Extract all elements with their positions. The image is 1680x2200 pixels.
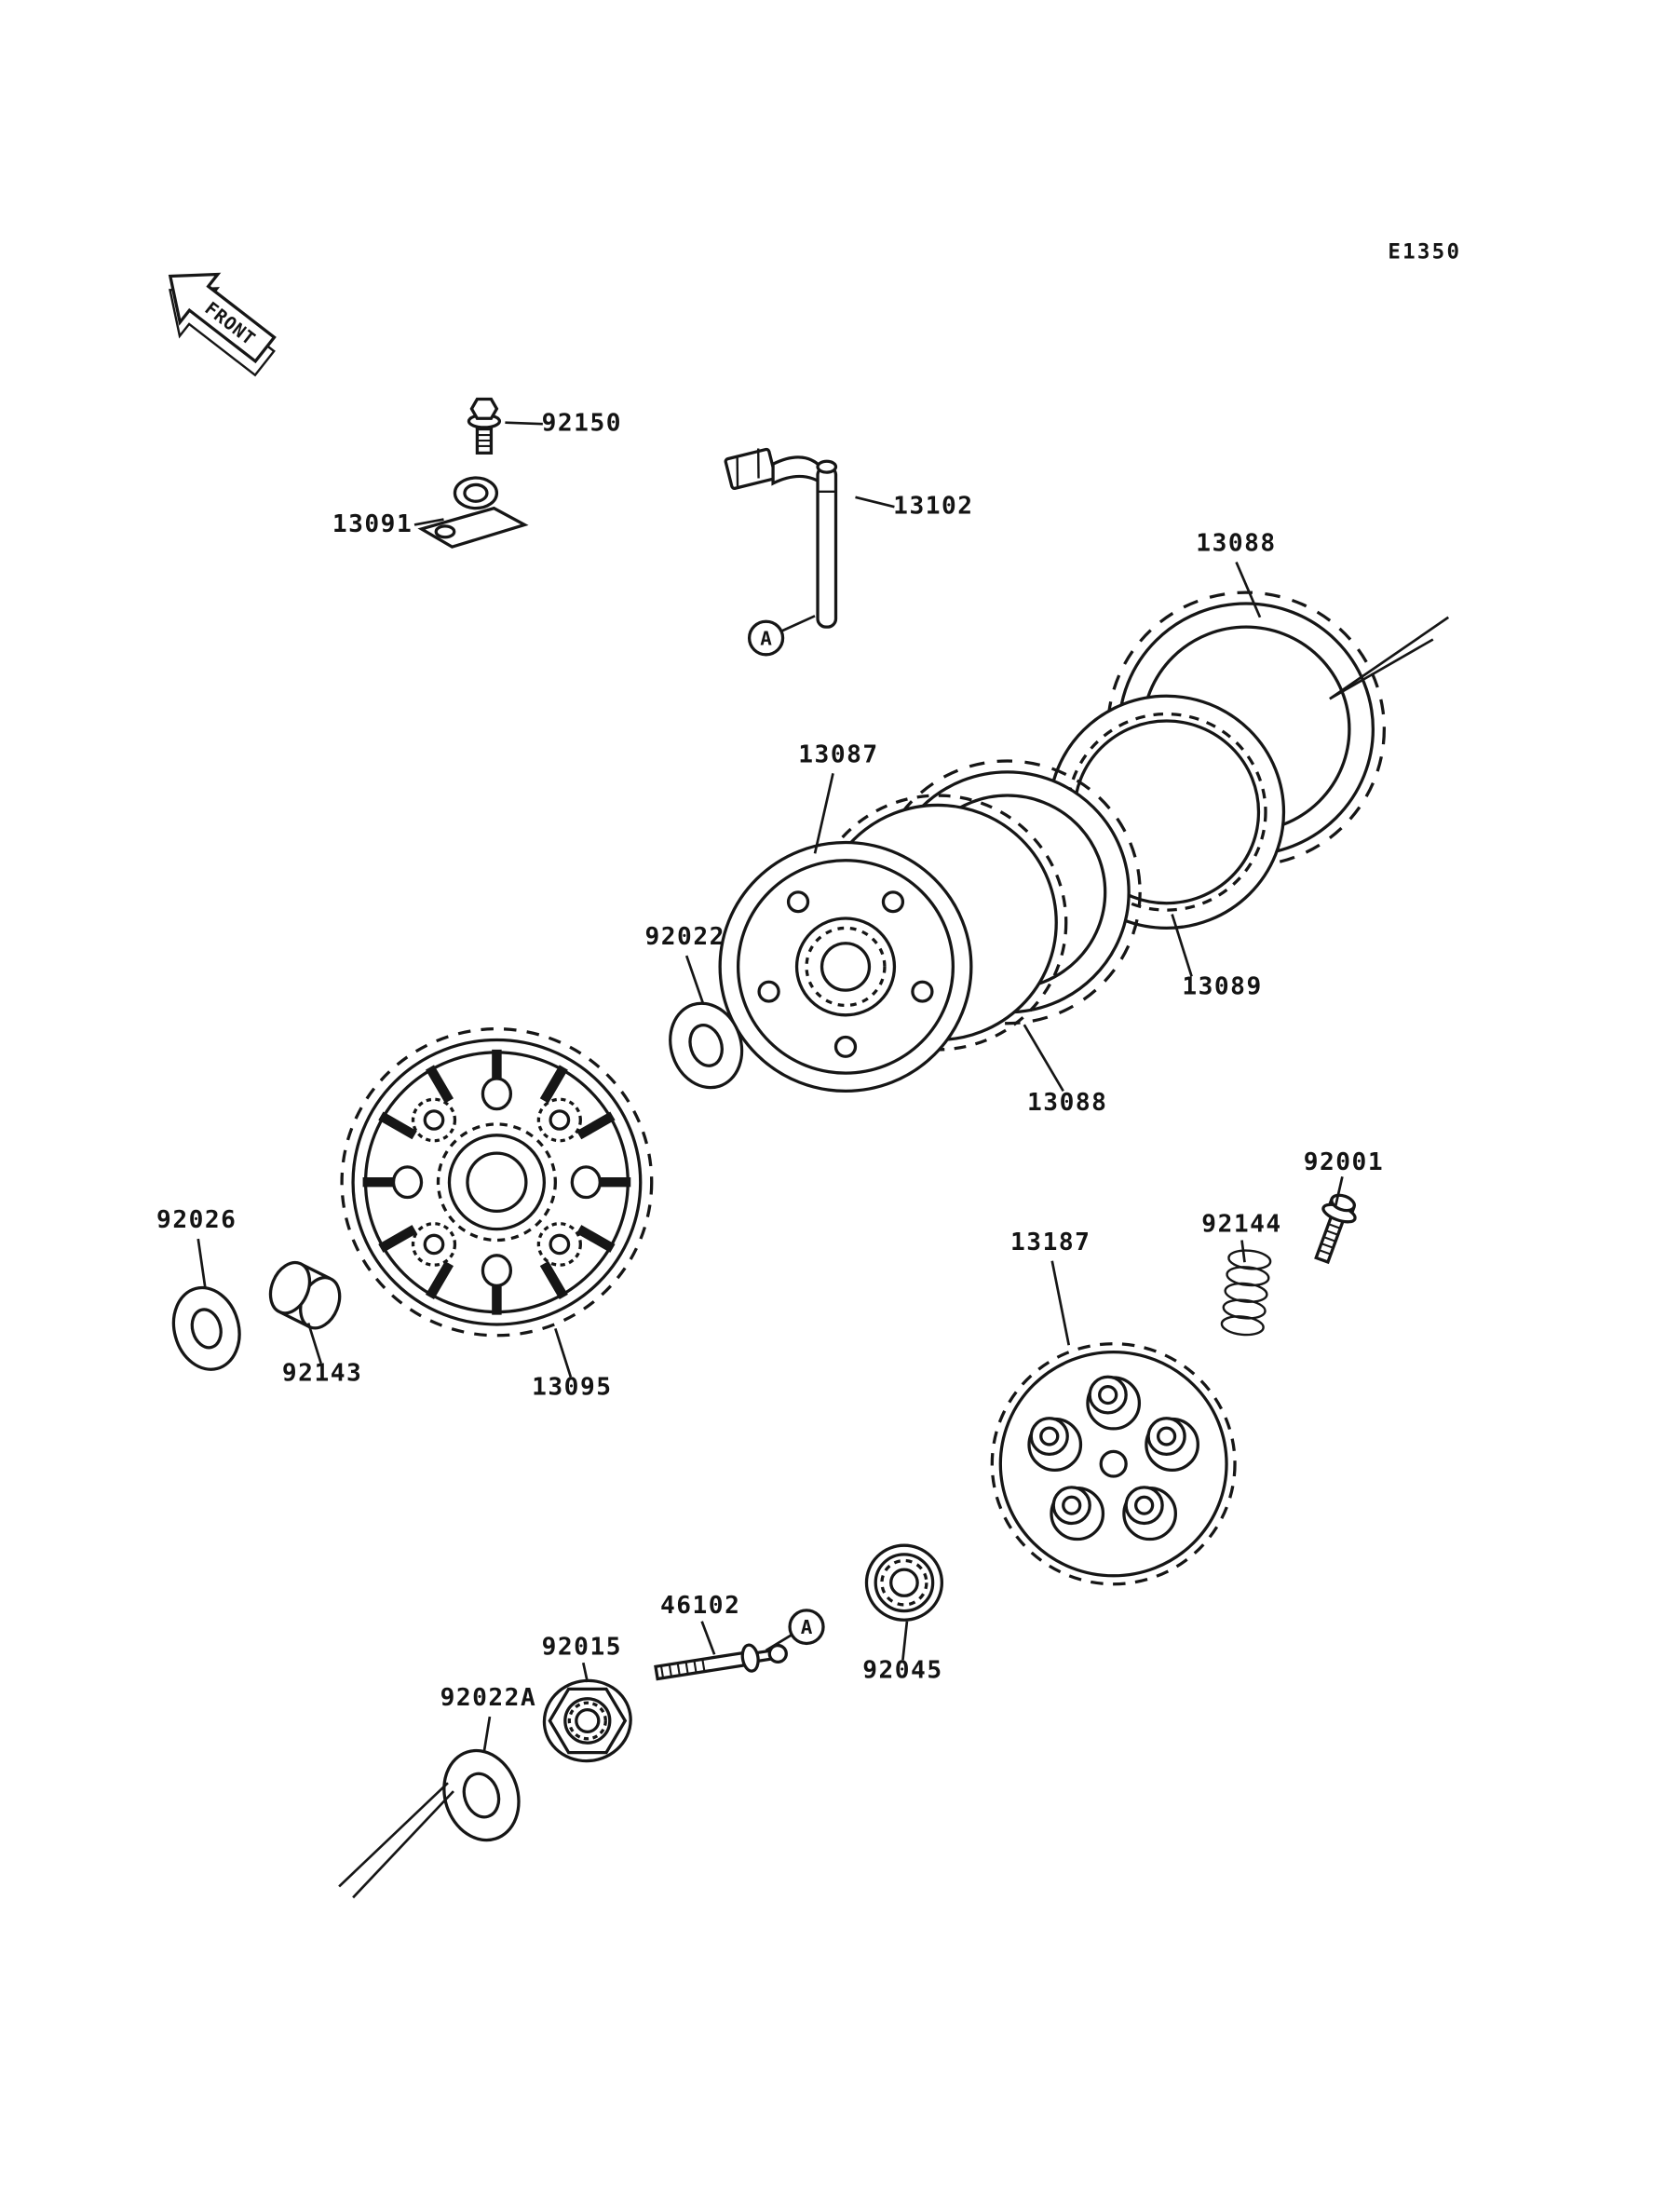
part-label-92143: 92143 [282,1360,362,1388]
part-labels: 92150 13091 13102 13088 13087 92022 1308… [156,410,1384,1712]
release-lever-drawing [724,447,838,629]
bolt-92150-drawing [467,397,502,455]
part-label-92045: 92045 [862,1657,942,1685]
adjuster-screw-drawing [654,1643,788,1681]
washer-92022a-drawing [442,1748,521,1842]
housing-springs [411,1097,582,1267]
part-label-13187: 13187 [1010,1229,1091,1256]
pointer-arrow-bottom-left [338,1782,454,1899]
part-label-46102: 46102 [660,1592,740,1620]
part-label-13102: 13102 [893,493,973,521]
section-marker-a-top: A [747,615,816,657]
part-label-13088-mid: 13088 [1027,1089,1107,1117]
part-label-92001: 92001 [1304,1148,1384,1176]
pressure-plate-bosses [1027,1375,1199,1541]
front-direction-badge: FRONT [168,272,277,377]
bearing-drawing [864,1543,944,1622]
clutch-housing-drawing [340,1027,654,1338]
part-label-92022a: 92022A [440,1684,537,1712]
part-label-92015: 92015 [542,1633,622,1661]
lock-nut-drawing [542,1678,632,1763]
part-label-13089: 13089 [1182,973,1262,1001]
washer-92026-drawing [171,1285,241,1371]
page-code: E1350 [1388,239,1461,264]
leader-lines [196,421,1344,1752]
bolt-92001-drawing [1314,1193,1357,1265]
bushing-92143-drawing [268,1260,342,1330]
part-label-92022: 92022 [644,923,725,951]
clamp-bracket-drawing [417,476,529,549]
part-label-92026: 92026 [156,1206,237,1234]
part-label-92144: 92144 [1201,1211,1281,1239]
clutch-spring-drawing [1220,1249,1272,1337]
pressure-plate-drawing [990,1342,1237,1586]
part-label-13088-top: 13088 [1196,530,1276,558]
pointer-arrow-top-right [1329,616,1450,700]
part-label-92150: 92150 [542,410,622,438]
marker-a-top-label: A [760,628,772,650]
part-label-13091: 13091 [332,510,413,538]
marker-a-bottom-label: A [801,1616,813,1638]
washer-92022-drawing [669,1001,744,1090]
section-marker-a-bottom: A [765,1609,825,1652]
clutch-hub-drawing [718,794,1068,1093]
part-label-13087: 13087 [798,741,878,769]
part-label-13095: 13095 [532,1374,612,1402]
